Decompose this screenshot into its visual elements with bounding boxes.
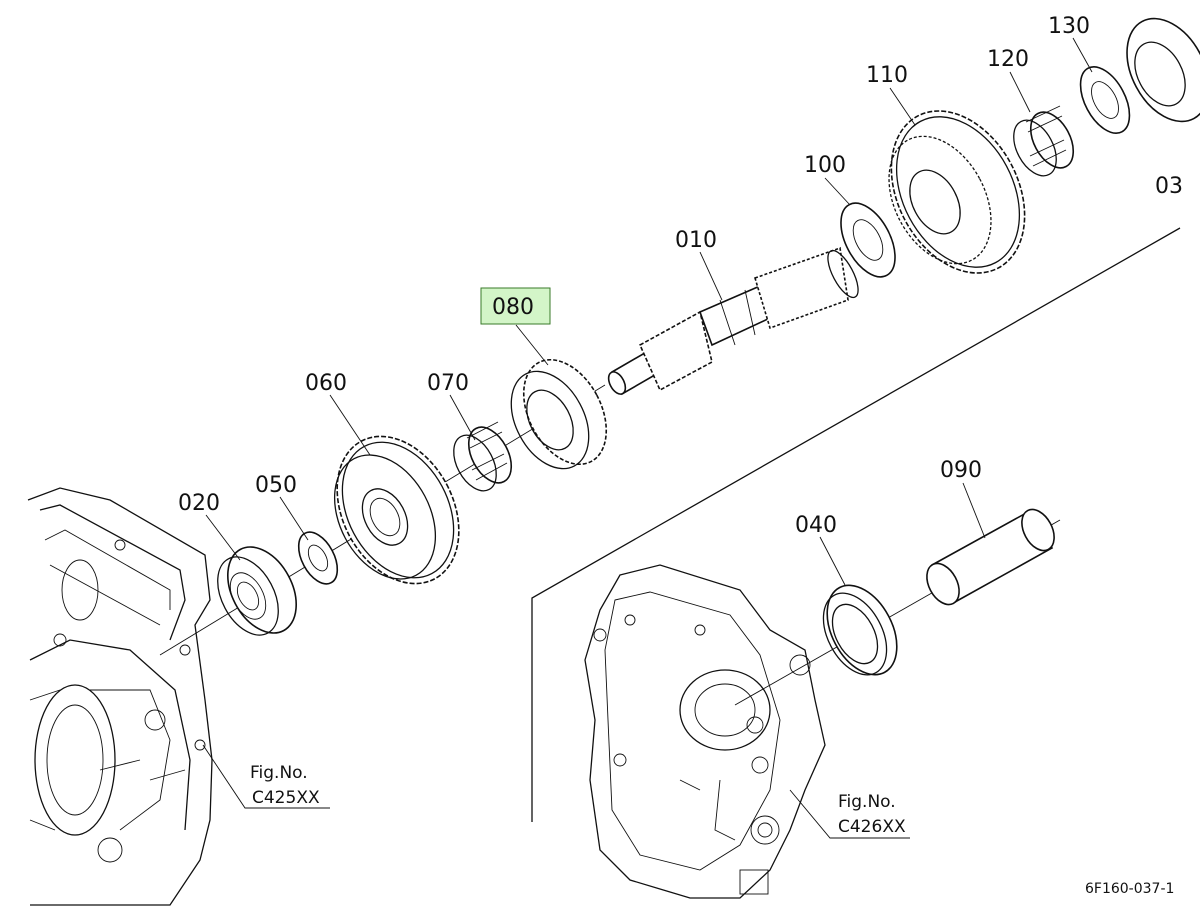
- label-120[interactable]: 120: [987, 47, 1029, 72]
- part-030-bearing[interactable]: [1110, 5, 1200, 136]
- part-080-collar[interactable]: [496, 346, 624, 482]
- fig-ref-right-number[interactable]: C426XX: [838, 817, 906, 837]
- part-010-shaft[interactable]: [605, 246, 864, 397]
- label-010[interactable]: 010: [675, 228, 717, 253]
- right-housing[interactable]: [584, 564, 826, 899]
- part-090-pipe[interactable]: [920, 504, 1060, 610]
- part-020-bearing[interactable]: [205, 535, 310, 645]
- label-110[interactable]: 110: [866, 63, 908, 88]
- label-090[interactable]: 090: [940, 458, 982, 483]
- part-120-needle-bearing[interactable]: [1005, 105, 1082, 183]
- label-020[interactable]: 020: [178, 491, 220, 516]
- part-040-oil-seal[interactable]: [811, 574, 912, 687]
- part-130-washer[interactable]: [1070, 59, 1139, 141]
- label-030[interactable]: 03: [1155, 174, 1183, 199]
- part-060-gear[interactable]: [313, 415, 483, 604]
- group-boundary: [531, 227, 1181, 822]
- fig-ref-right[interactable]: Fig.No. C426XX: [838, 792, 906, 837]
- fig-ref-left[interactable]: Fig.No. C425XX: [250, 763, 320, 808]
- label-080-highlight: [480, 287, 551, 325]
- part-labels: 020 050 060 070 080 010 100 110 120 130 …: [178, 14, 1183, 538]
- fig-ref-left-caption: Fig.No.: [250, 763, 308, 783]
- part-110-gear[interactable]: [865, 88, 1052, 296]
- fig-ref-left-number[interactable]: C425XX: [252, 788, 320, 808]
- label-130[interactable]: 130: [1048, 14, 1090, 39]
- label-100[interactable]: 100: [804, 153, 846, 178]
- label-070[interactable]: 070: [427, 371, 469, 396]
- leader-lines: [202, 37, 1093, 839]
- label-050[interactable]: 050: [255, 473, 297, 498]
- left-housing[interactable]: [27, 487, 213, 906]
- fig-ref-right-caption: Fig.No.: [838, 792, 896, 812]
- label-080[interactable]: 080: [492, 295, 534, 320]
- drawing-code: 6F160-037-1: [1085, 881, 1174, 897]
- part-070-needle-bearing[interactable]: [445, 420, 520, 498]
- part-050-washer[interactable]: [291, 526, 346, 590]
- label-060[interactable]: 060: [305, 371, 347, 396]
- label-040[interactable]: 040: [795, 513, 837, 538]
